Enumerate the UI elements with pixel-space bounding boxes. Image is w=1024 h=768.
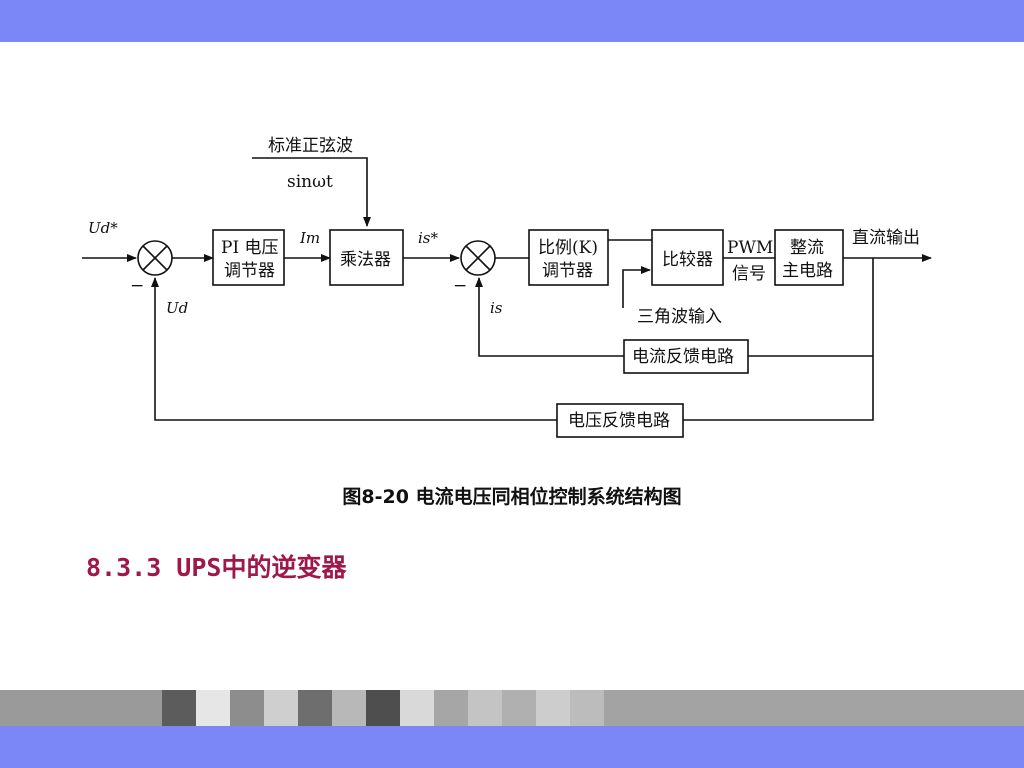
p-block-line1: 比例(K) (538, 238, 598, 258)
wire-sine (252, 157, 371, 227)
output-label: 直流输出 (852, 228, 920, 248)
sine-reference-label: 标准正弦波 (268, 136, 353, 156)
proportional-regulator-block (528, 229, 609, 286)
rectifier-line1: 整流 (790, 238, 824, 258)
is-ref-label: is* (418, 229, 438, 247)
multiplier-block (329, 229, 404, 286)
pi-block-line2: 调节器 (224, 261, 275, 281)
pwm-label: PWM (727, 238, 773, 258)
decorative-photo-strip (0, 690, 1024, 726)
bottom-banner (0, 726, 1024, 768)
wire-voltage-feedback-right (683, 356, 874, 421)
minus-sign-voltage: − (130, 276, 144, 296)
summing-junction-current (460, 240, 496, 276)
section-heading: 8.3.3 UPS中的逆变器 (86, 553, 347, 582)
comparator-block (651, 229, 724, 286)
pi-block-line1: PI 电压 (221, 238, 279, 258)
rectifier-line2: 主电路 (782, 261, 833, 281)
pi-voltage-regulator-block (212, 229, 285, 286)
wire-triangle (622, 266, 651, 308)
sine-formula-label: sinωt (287, 172, 333, 192)
rectifier-main-circuit-block (774, 229, 844, 286)
current-feedback-label: 电流反馈电路 (632, 347, 734, 367)
triangle-input-label: 三角波输入 (637, 307, 722, 327)
current-feedback-block (623, 339, 749, 374)
wire-current-feedback-left (475, 277, 624, 357)
minus-sign-current: − (453, 276, 467, 296)
reference-voltage-label: Ud* (88, 219, 118, 237)
is-feedback-label: is (490, 299, 503, 317)
voltage-feedback-label: 电压反馈电路 (568, 411, 670, 431)
im-label: Im (299, 229, 320, 247)
summing-junction-voltage (137, 240, 173, 276)
wire-voltage-feedback-left (151, 277, 557, 421)
voltage-feedback-block (556, 403, 684, 438)
figure-caption: 图8-20 电流电压同相位控制系统结构图 (342, 486, 682, 508)
control-block-diagram: Ud* 标准正弦波 sinωt PI 电压 调节器 乘法器 Im is* 比例(… (82, 136, 932, 438)
top-banner (0, 0, 1024, 42)
pwm-signal-label: 信号 (732, 264, 766, 284)
comparator-label: 比较器 (662, 250, 713, 270)
ud-feedback-label: Ud (166, 299, 188, 317)
p-block-line2: 调节器 (542, 261, 593, 281)
multiplier-label: 乘法器 (340, 250, 391, 270)
